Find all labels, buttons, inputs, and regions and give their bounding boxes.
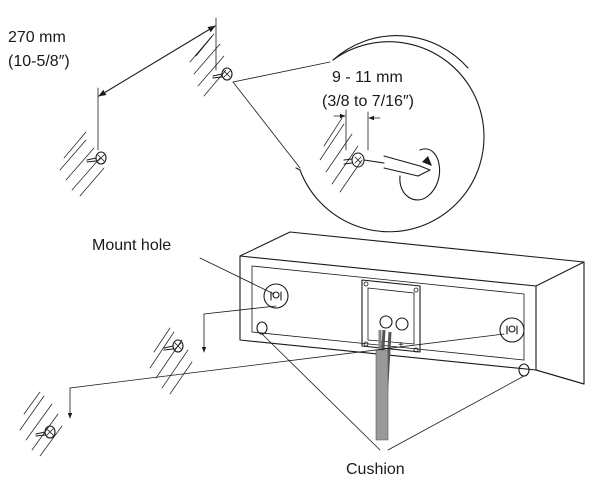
cushion-leader-left [261, 333, 381, 451]
mount-hole-label: Mount hole [92, 237, 171, 254]
speaker-terminal: − + [361, 279, 421, 353]
cushion-right [518, 363, 530, 377]
cushion-label: Cushion [346, 461, 405, 478]
spacing-mm-label: 270 mm [8, 29, 66, 46]
screwdriver-icon [363, 155, 431, 177]
magnifier-callout-upper [232, 61, 331, 83]
wall-hatch-bottom-mid [149, 327, 193, 395]
screw-icon [163, 339, 184, 353]
protrusion-in-label: (3/8 to 7/16″) [322, 93, 414, 110]
mount-hole-leader [199, 257, 275, 295]
magnifier-detail [295, 35, 485, 233]
cushion-left [256, 321, 268, 335]
screw-icon [35, 425, 56, 439]
wall-hatch-bottom-left [19, 391, 63, 457]
alignment-guide-right [67, 333, 505, 419]
wall-hatch-detail [319, 117, 363, 193]
dimension-arrow-icon [98, 25, 216, 97]
screw-icon [86, 151, 107, 165]
alignment-guide-left [201, 305, 277, 353]
rotation-arrow-icon [399, 148, 441, 201]
spacing-in-label: (10-5/8″) [8, 53, 70, 70]
mount-hole-right [499, 317, 525, 343]
screw-icon [343, 152, 365, 168]
mount-hole-left [263, 283, 289, 309]
speaker-cable [375, 329, 392, 441]
protrusion-mm-label: 9 - 11 mm [332, 69, 403, 86]
cushion-leader-right [387, 375, 525, 451]
magnifier-callout-lower [232, 81, 301, 169]
screw-icon [212, 67, 233, 81]
wall-hatch-top-left [59, 131, 105, 197]
terminal-plus: + [398, 340, 404, 351]
wall-hatch-top-right [189, 33, 227, 97]
speaker-cabinet [239, 231, 585, 385]
